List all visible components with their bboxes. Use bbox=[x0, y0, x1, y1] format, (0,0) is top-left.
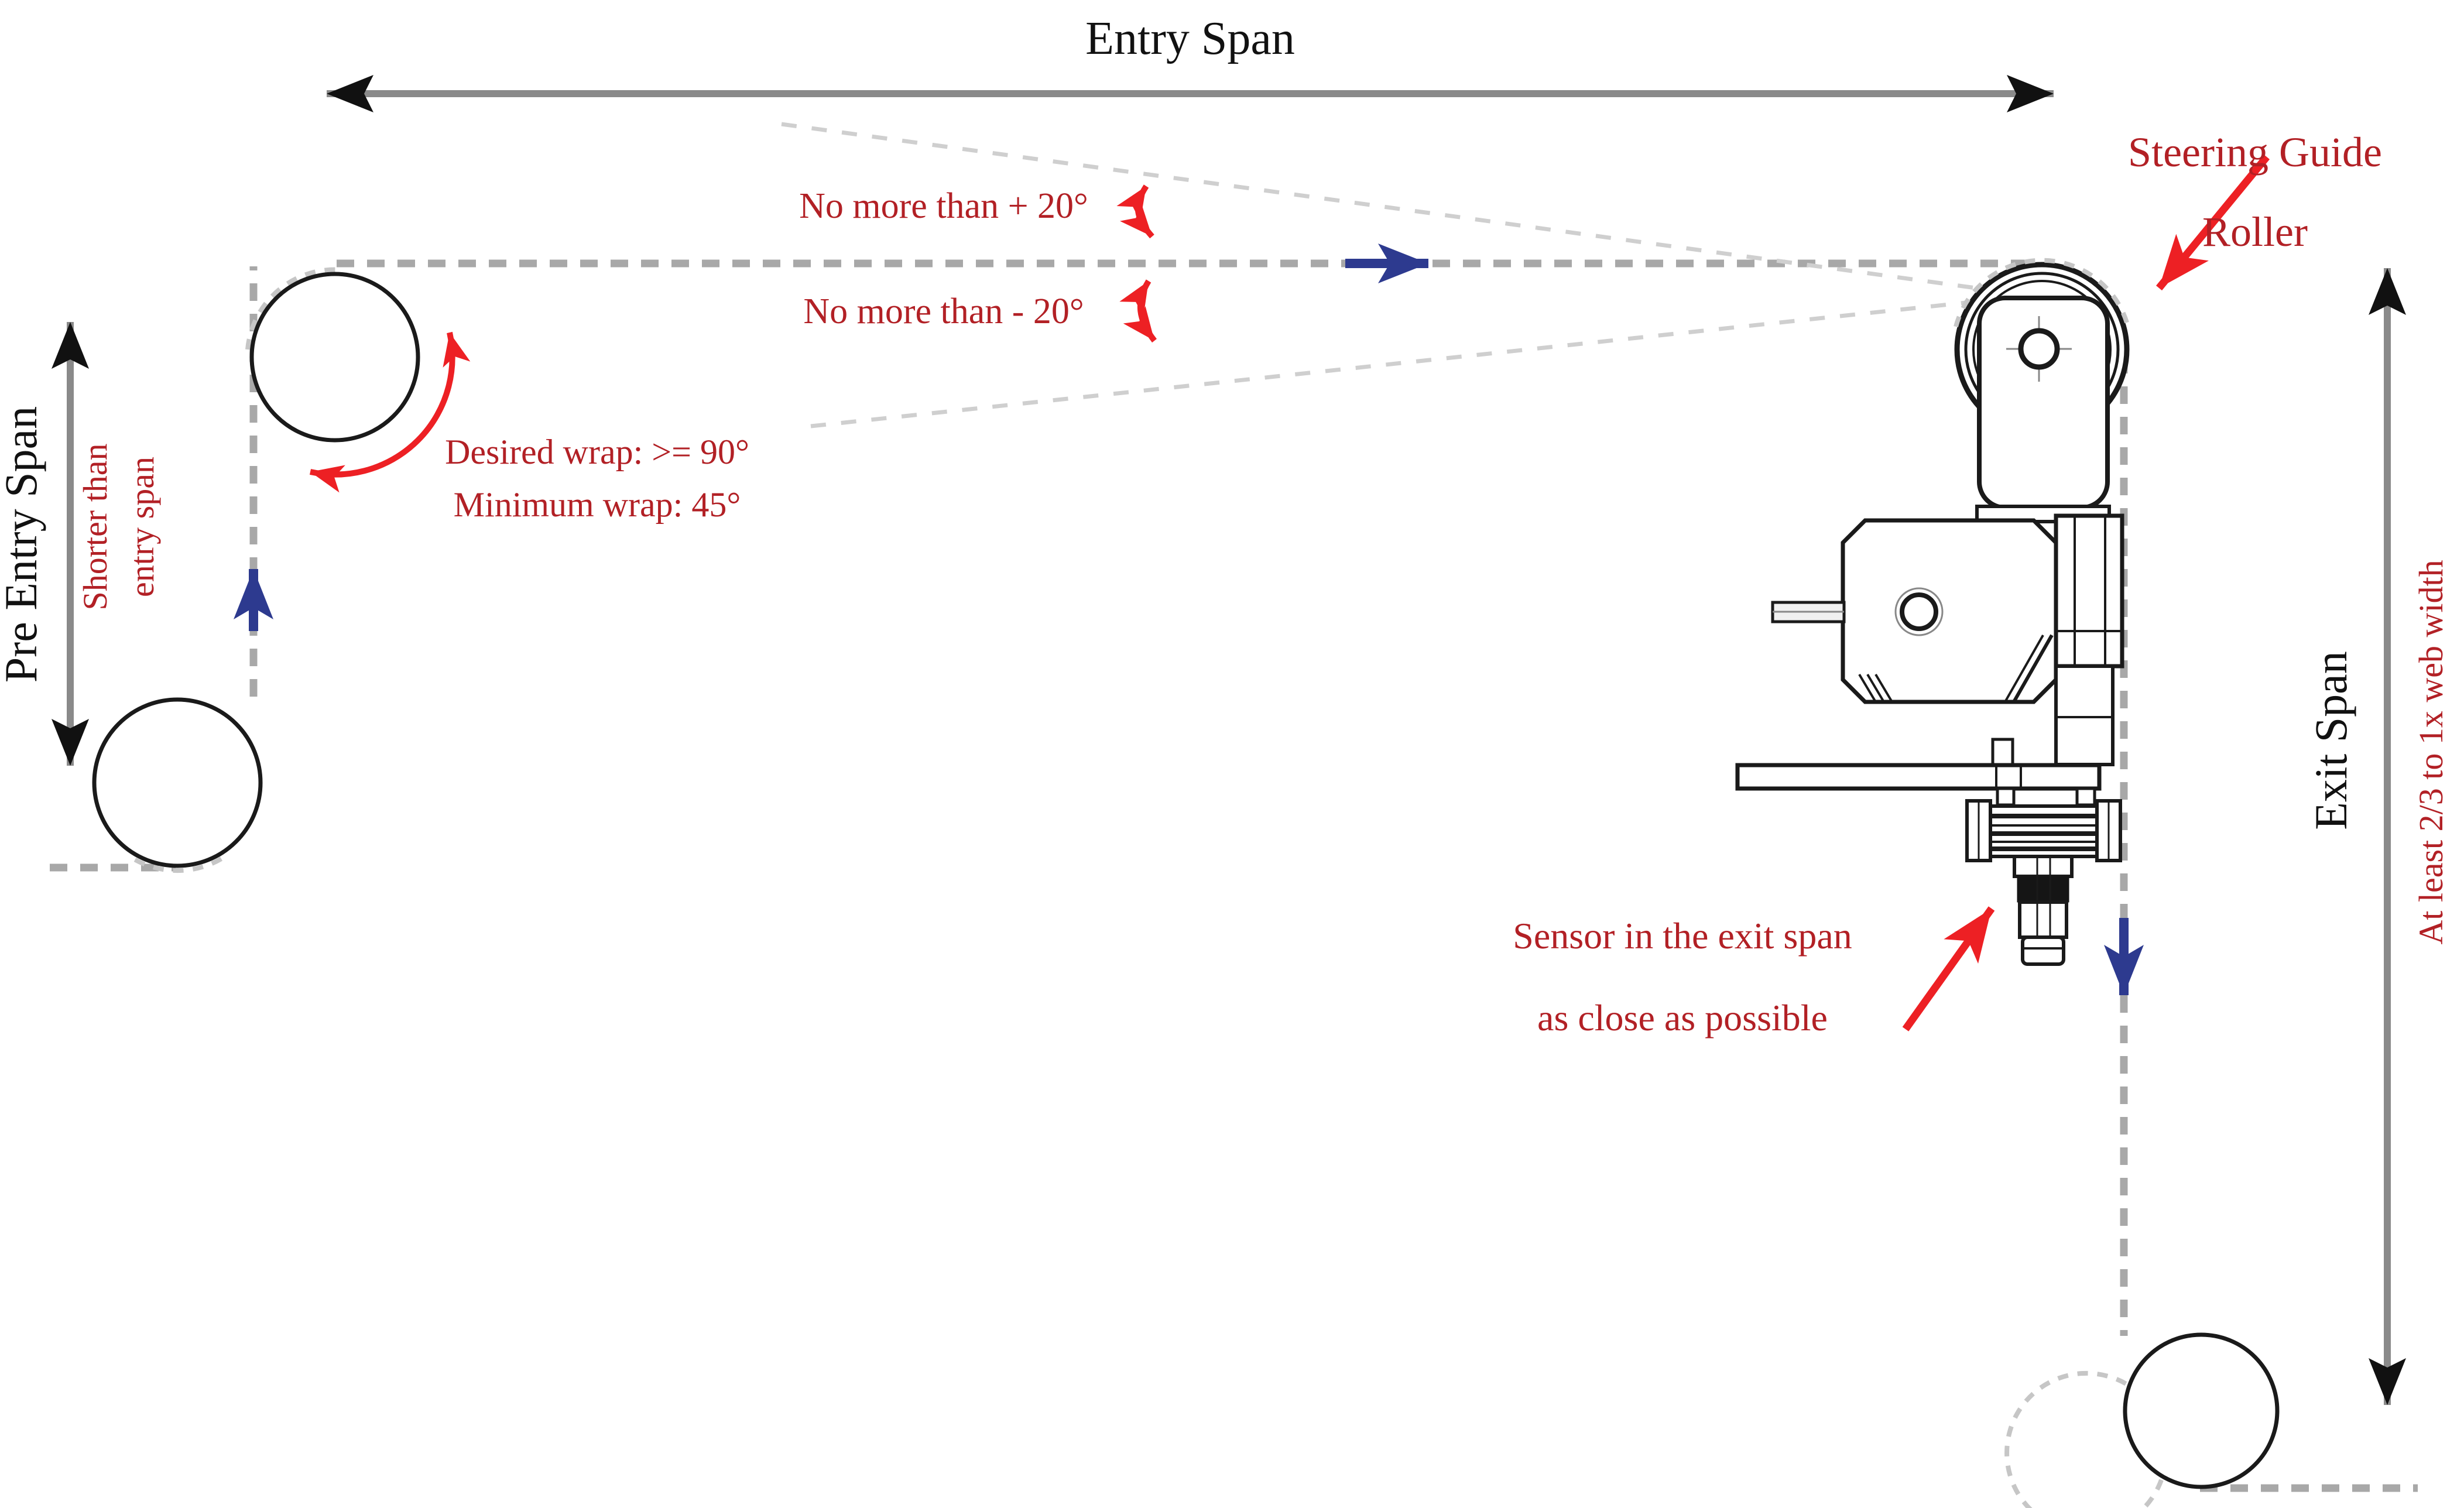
wedge-lower-line bbox=[810, 293, 2032, 429]
web-width-label: At least 2/3 to 1x web width bbox=[2412, 560, 2450, 944]
support-braces bbox=[1858, 634, 2054, 703]
motor-shaft bbox=[1771, 601, 1846, 623]
shorter-than-label-line2: entry span bbox=[123, 457, 161, 597]
edge-sensor bbox=[1965, 799, 2122, 966]
lower-left-roller bbox=[92, 697, 263, 868]
idler-rollers bbox=[92, 267, 2280, 1508]
wrap-angle-arrow bbox=[309, 331, 471, 493]
steering-roller-pointer-arrow bbox=[2155, 154, 2270, 291]
bracket-bolt bbox=[2006, 316, 2072, 382]
angle-tolerance-wedge bbox=[781, 122, 2032, 429]
sensor-pointer-arrow bbox=[1902, 906, 1995, 1031]
steering-guide-machine bbox=[1735, 258, 2130, 807]
desired-wrap-label: Desired wrap: >= 90° bbox=[445, 433, 749, 471]
minus-20-label: No more than - 20° bbox=[803, 292, 1084, 331]
steering-guide-label-line1: Steering Guide bbox=[2128, 129, 2382, 176]
plus-20-angle-arrow bbox=[1116, 184, 1154, 239]
upper-left-roller bbox=[249, 272, 420, 443]
gear-housing bbox=[2054, 513, 2124, 766]
motor-shaft-boss-ring bbox=[1894, 587, 1944, 636]
roller-wrap-shadow-lower-left bbox=[132, 856, 222, 873]
pre-entry-span-label: Pre Entry Span bbox=[0, 406, 46, 683]
motor-body bbox=[1841, 518, 2058, 704]
sensor-cable-gland bbox=[2013, 855, 2074, 966]
sensor-label-line1: Sensor in the exit span bbox=[1513, 915, 1852, 957]
roller-wrap-shadow-top-left bbox=[245, 267, 343, 350]
sensor-ribs bbox=[1978, 801, 2110, 861]
steering-guide-label-line2: Roller bbox=[2202, 208, 2308, 255]
plus-20-label: No more than + 20° bbox=[799, 186, 1088, 226]
motor-shaft-boss bbox=[1900, 592, 1938, 631]
exit-span-label: Exit Span bbox=[2305, 651, 2356, 830]
sensor-label-line2: as close as possible bbox=[1537, 997, 1828, 1039]
entry-span-label: Entry Span bbox=[1085, 13, 1295, 64]
shorter-than-label-line1: Shorter than bbox=[76, 443, 114, 610]
bottom-right-roller bbox=[2123, 1332, 2280, 1489]
roller-wrap-shadow-bottom-right bbox=[2004, 1370, 2164, 1508]
minimum-wrap-label: Minimum wrap: 45° bbox=[454, 485, 741, 524]
mounting-plate bbox=[1735, 738, 2102, 807]
minus-20-angle-arrow bbox=[1119, 279, 1157, 343]
